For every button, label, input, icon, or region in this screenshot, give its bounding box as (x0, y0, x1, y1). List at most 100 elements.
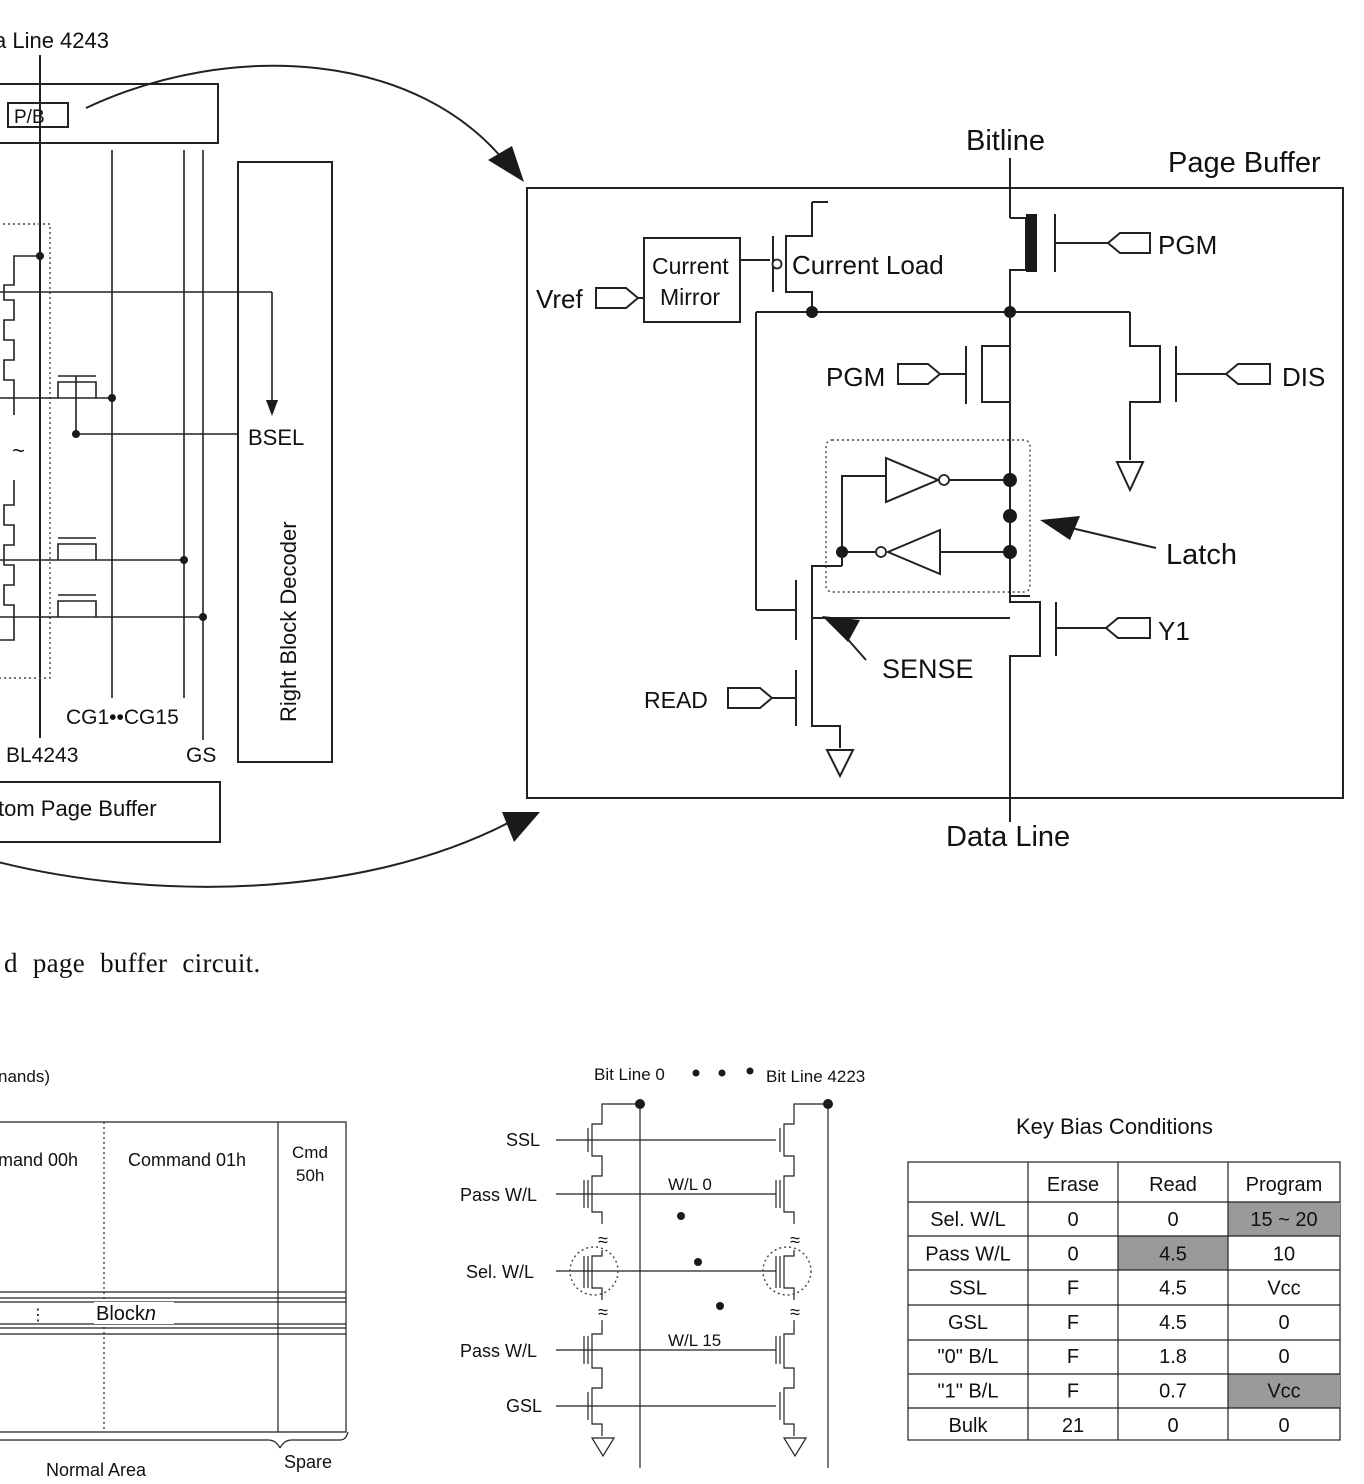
ground-icon (590, 1437, 616, 1458)
latch-label: Latch (1166, 539, 1237, 571)
ground-icon (782, 1437, 808, 1458)
inverter-icon (885, 456, 941, 504)
nand-label-ssl: SSL (506, 1130, 540, 1150)
bsel-arrow-icon (266, 400, 278, 416)
arrow-head-icon (488, 146, 524, 182)
block-label: Blockn (96, 1303, 156, 1325)
page-buffer-schematic: Page Buffer Bitline PGM Vref Current Mir… (526, 125, 1344, 853)
inverter-icon (885, 528, 941, 576)
y1-label: Y1 (1158, 616, 1190, 646)
table-cell-program: 0 (1278, 1312, 1289, 1334)
table-cell-program: 15 ~ 20 (1250, 1209, 1317, 1231)
table-cell-read: 0.7 (1159, 1381, 1187, 1403)
current-mirror-line1: Current (652, 253, 729, 279)
table-cell-erase: F (1067, 1312, 1079, 1334)
dis-label: DIS (1282, 362, 1325, 392)
nand-label-pass-2: Pass W/L (460, 1341, 537, 1361)
table-cell-erase: 21 (1062, 1415, 1084, 1437)
bl-label: BL4243 (6, 744, 78, 767)
ground-icon (825, 749, 855, 779)
table-cell-erase: F (1067, 1381, 1079, 1403)
table-cell-program: Vcc (1267, 1381, 1300, 1403)
gs-label: GS (186, 744, 216, 767)
table-cell-label: "1" B/L (938, 1381, 999, 1403)
sense-arrow-icon (822, 616, 860, 642)
command-block-diagram: nands) mand 00h Command 01h Cmd 50h Bloc… (0, 1067, 349, 1480)
ellipsis-icon: ⋮ (30, 1307, 46, 1324)
table-cell-read: 4.5 (1159, 1243, 1187, 1265)
nand-label-gsl: GSL (506, 1396, 542, 1416)
table-cell-program: 0 (1278, 1346, 1289, 1368)
table-cell-program: 10 (1273, 1243, 1295, 1265)
table-cell-label: GSL (948, 1312, 988, 1334)
command-col1: mand 00h (0, 1150, 78, 1170)
shaded-cell (1118, 1236, 1228, 1270)
nand-string-diagram: Bit Line 0 Bit Line 4223 SSL Pass W/L W/… (460, 1065, 865, 1468)
break-icon: ≈ (790, 1230, 800, 1250)
command-diagram-header: nands) (0, 1067, 50, 1086)
bsel-label: BSEL (248, 425, 304, 450)
bottom-buffer-label: tom Page Buffer (0, 796, 157, 821)
page-buffer-box (526, 187, 1344, 799)
table-cell-label: Bulk (949, 1415, 989, 1437)
command-col3-line2: 50h (296, 1166, 324, 1185)
pgm-left-label: PGM (826, 362, 885, 392)
wl15-label: W/L 15 (668, 1331, 721, 1350)
pb-label: P/B (14, 107, 45, 128)
table-cell-read: 0 (1167, 1415, 1178, 1437)
table-header-cell: Read (1149, 1174, 1197, 1196)
nand-label-pass-1: Pass W/L (460, 1185, 537, 1205)
nand-label-sel: Sel. W/L (466, 1262, 534, 1282)
table-cell-erase: F (1067, 1278, 1079, 1300)
table-cell-label: SSL (949, 1278, 987, 1300)
bias-table-title: Key Bias Conditions (1016, 1114, 1213, 1139)
figure-caption: d page buffer circuit. (4, 948, 261, 978)
nand-array-panel: a Line 4243 P/B Right Block Decoder ~ BS… (0, 28, 333, 843)
shaded-cell (1228, 1374, 1340, 1408)
vref-label: Vref (536, 284, 583, 314)
ground-icon (1115, 461, 1145, 493)
table-cell-read: 4.5 (1159, 1312, 1187, 1334)
data-line-label: a Line 4243 (0, 28, 109, 53)
break-icon: ≈ (598, 1230, 608, 1250)
arrow-head-icon (502, 812, 540, 842)
table-cell-label: Pass W/L (925, 1243, 1011, 1265)
right-block-decoder-box (237, 161, 333, 763)
table-header-cell: Program (1246, 1174, 1323, 1196)
normal-area-label: Normal Area (46, 1460, 147, 1479)
block-band: Blockn ⋮ (0, 1291, 346, 1335)
spare-label: Spare (284, 1452, 332, 1472)
right-block-decoder-label: Right Block Decoder (276, 521, 301, 722)
command-col2: Command 01h (128, 1150, 246, 1170)
table-cell-erase: F (1067, 1346, 1079, 1368)
data-line-label: Data Line (946, 821, 1070, 853)
pb-box (7, 102, 69, 128)
table-cell-erase: 0 (1067, 1209, 1078, 1231)
current-mirror-line2: Mirror (660, 284, 720, 310)
table-cell-label: "0" B/L (938, 1346, 999, 1368)
read-label: READ (644, 687, 708, 713)
table-cell-program: 0 (1278, 1415, 1289, 1437)
table-cell-program: Vcc (1267, 1278, 1300, 1300)
latch-arrow-icon (1040, 516, 1080, 540)
current-load-label: Current Load (792, 250, 944, 280)
tilde-mark: ~ (12, 438, 25, 463)
wl0-label: W/L 0 (668, 1175, 712, 1194)
bitline-label: Bitline (966, 125, 1045, 157)
table-cell-read: 4.5 (1159, 1278, 1187, 1300)
sense-label: SENSE (882, 654, 974, 684)
page-buffer-title: Page Buffer (1168, 147, 1321, 179)
pgm-top-label: PGM (1158, 230, 1217, 260)
table-cell-read: 1.8 (1159, 1346, 1187, 1368)
bitline-0-label: Bit Line 0 (594, 1065, 665, 1084)
current-mirror-box (643, 237, 741, 323)
table-header-cell: Erase (1047, 1174, 1099, 1196)
command-col3-line1: Cmd (292, 1143, 328, 1162)
cg-label: CG1••CG15 (66, 706, 179, 729)
latch-box (825, 439, 1031, 593)
shaded-cell (1228, 1202, 1340, 1236)
table-cell-erase: 0 (1067, 1243, 1078, 1265)
